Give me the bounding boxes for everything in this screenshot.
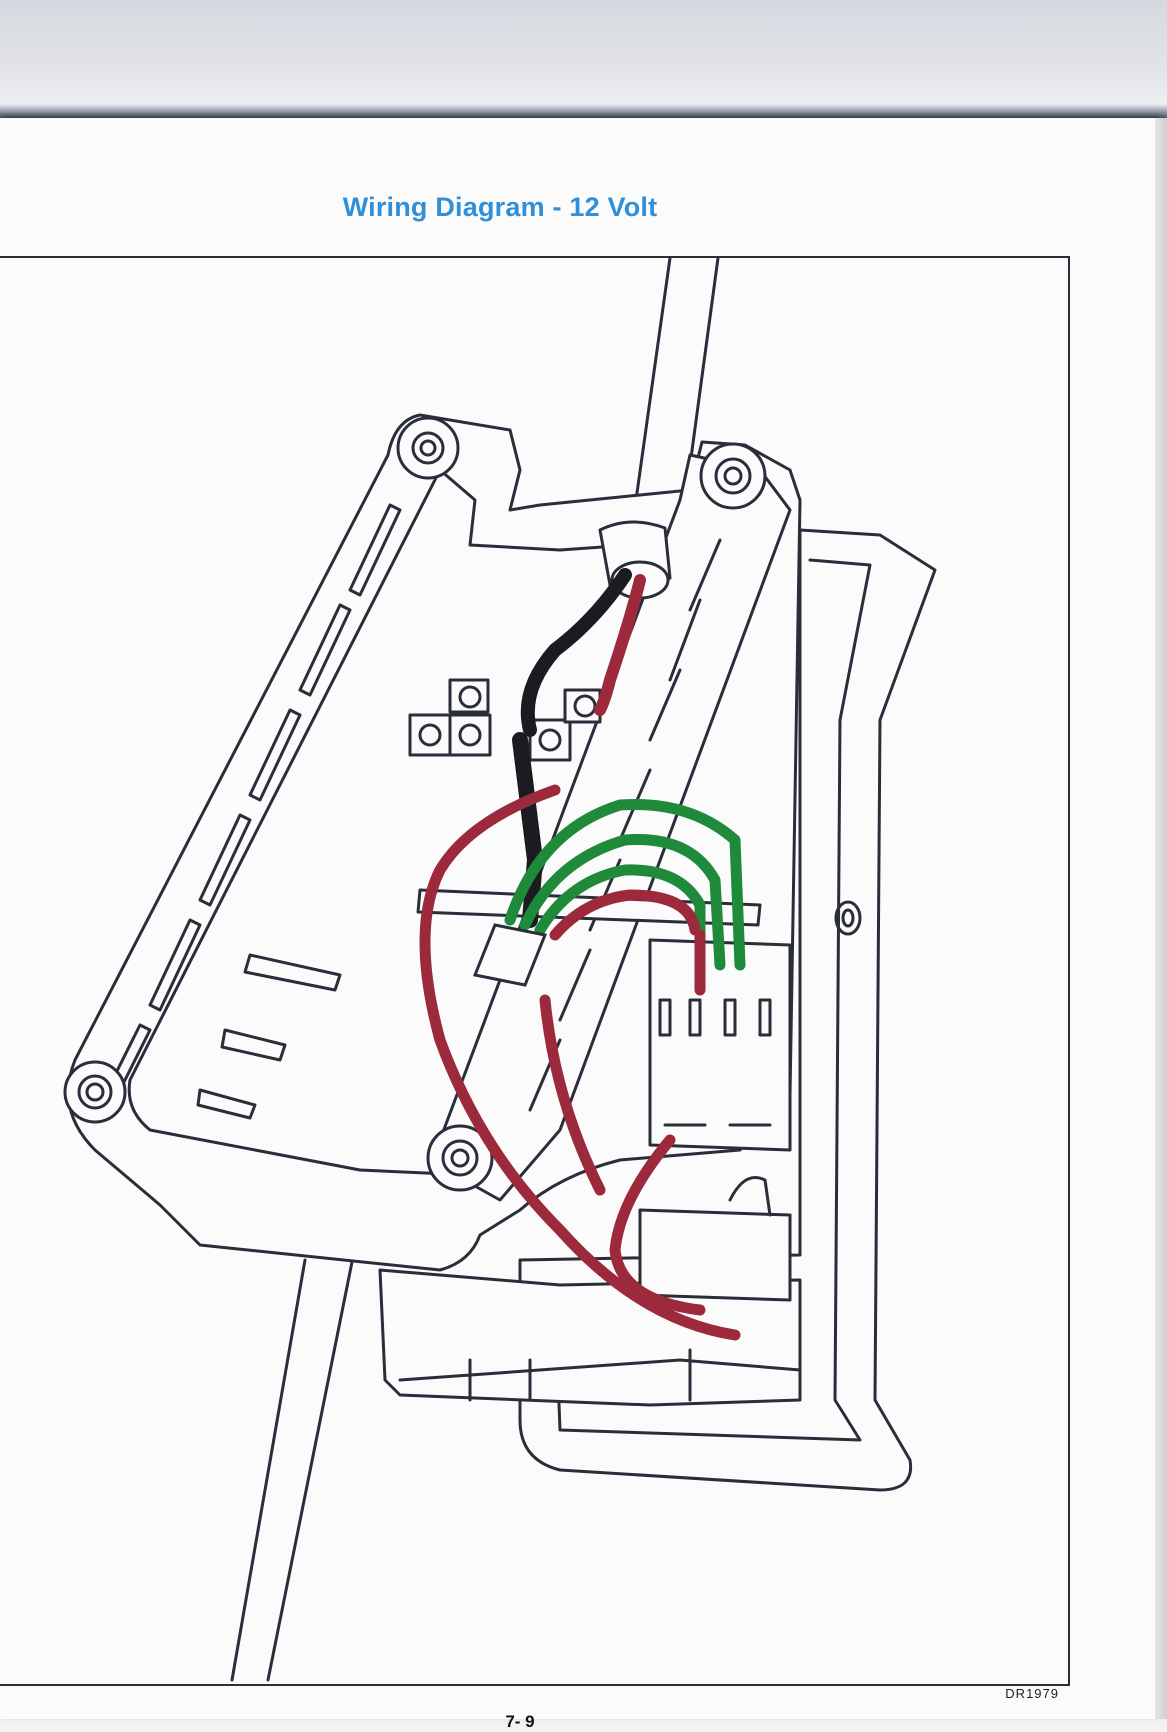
connector — [648, 938, 792, 1152]
boss-bottom-right — [426, 1124, 494, 1192]
handle-inner — [553, 558, 872, 1442]
tab-3 — [196, 1088, 257, 1120]
slot-2 — [298, 603, 352, 697]
lower-tray — [378, 1268, 802, 1407]
tab-2 — [220, 1028, 287, 1062]
diagram-frame — [0, 256, 1070, 1686]
slot-4 — [198, 813, 252, 907]
tab-1 — [243, 953, 342, 992]
mount-hole — [834, 900, 862, 936]
wire-red-connector — [549, 889, 701, 941]
switch — [638, 1208, 792, 1302]
boss-bottom-left — [63, 1060, 127, 1124]
drawing-code: DR1979 — [1005, 1686, 1059, 1701]
scan-shadow — [0, 0, 1167, 130]
boss-top-left — [396, 416, 460, 480]
slot-5 — [148, 918, 202, 1012]
wire-green-1 — [504, 798, 746, 971]
terminal-block — [408, 678, 602, 762]
wire-red-loop — [419, 784, 741, 1341]
page-edge — [1155, 118, 1167, 1719]
wire-red-main — [539, 994, 606, 1196]
wire-sleeve — [472, 923, 548, 987]
handle-body — [518, 528, 937, 1492]
lower-cable — [230, 1258, 354, 1682]
wire-green-2 — [519, 834, 726, 971]
wire-red-upper — [594, 574, 646, 716]
wire-green-3 — [534, 864, 706, 971]
page-number: 7- 9 — [505, 1712, 535, 1731]
wire-black-upper — [520, 568, 632, 737]
slot-1 — [348, 503, 402, 597]
slot-3 — [248, 708, 302, 802]
wire-red-switch — [609, 1134, 706, 1316]
boss-top-right — [699, 442, 767, 510]
diagram-title: Wiring Diagram - 12 Volt — [342, 192, 658, 222]
